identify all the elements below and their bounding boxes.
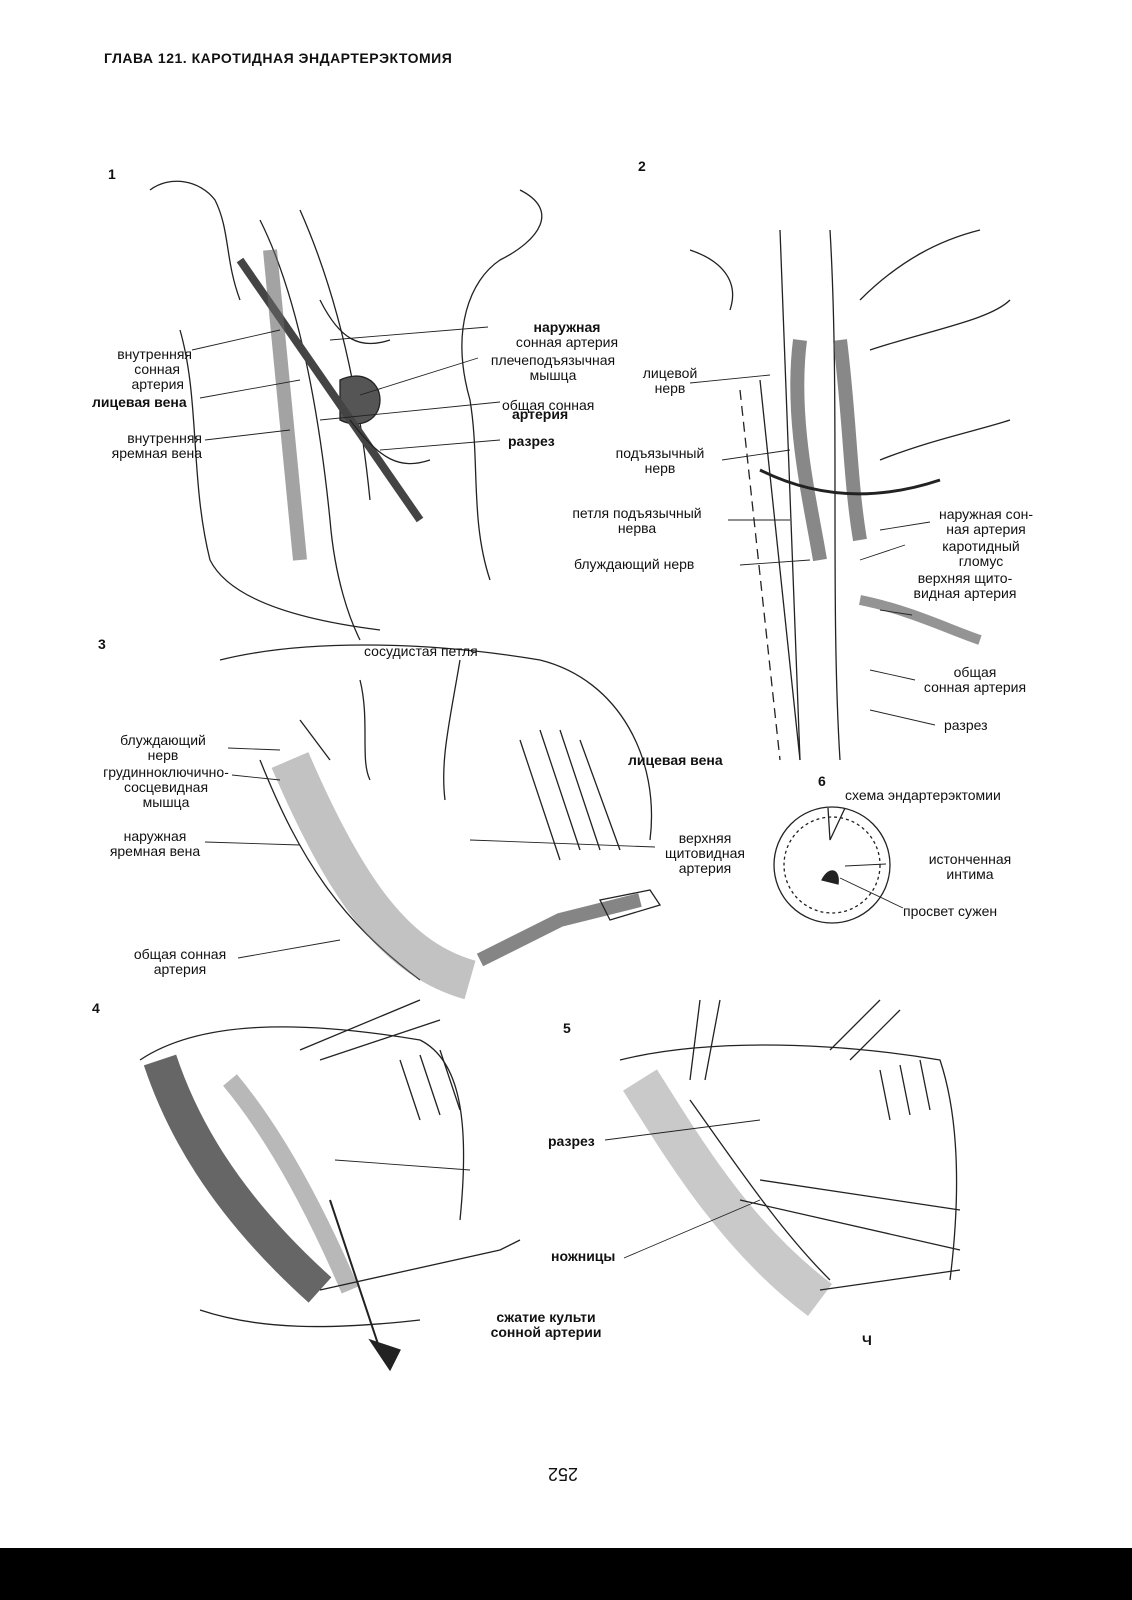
fig2-label-superior-thyroid: верхняя щито-видная артерия (913, 570, 1017, 601)
fig2-label-vagus: блуждающий нерв (574, 556, 695, 572)
figure-4-number: 4 (92, 1000, 100, 1016)
figure-1-number: 1 (108, 166, 116, 182)
fig1-label-incision: разрез (508, 433, 555, 449)
figure-6-drawing (773, 806, 891, 924)
figure-1-drawing (149, 180, 543, 641)
figure-6-number: 6 (818, 773, 826, 789)
fig2-label-incision: разрез (944, 717, 988, 733)
figure-3-drawing (219, 644, 662, 1000)
fig3-label-vessel-loop: сосудистая петля (364, 643, 478, 659)
leader-lines (191, 326, 936, 1259)
fig5-label-incision: разрез (548, 1133, 595, 1149)
chapter-header: ГЛАВА 121. КАРОТИДНАЯ ЭНДАРТЕРЭКТОМИЯ (104, 50, 453, 66)
fig5-label-scissors: ножницы (551, 1248, 616, 1264)
fig3-label-facial-vein: лицевая вена (628, 752, 723, 768)
figure-5-drawing (619, 999, 961, 1316)
fig6-title: схема эндартерэктомии (845, 787, 1001, 803)
scan-border (0, 1548, 1132, 1600)
figure-2-number: 2 (638, 158, 646, 174)
fig2-label-external-carotid: наружная сон-ная артерия (939, 506, 1033, 537)
page-number: 252 (548, 1464, 579, 1484)
figure-3-number: 3 (98, 636, 106, 652)
figure-2-drawing (689, 229, 1011, 761)
figure-5-number: 5 (563, 1020, 571, 1036)
figure-4-drawing (139, 999, 521, 1372)
fig5-mark: Ч (862, 1332, 872, 1348)
fig6-label-narrowed-lumen: просвет сужен (903, 903, 998, 919)
fig1-label-facial-vein: лицевая вена (92, 394, 187, 410)
